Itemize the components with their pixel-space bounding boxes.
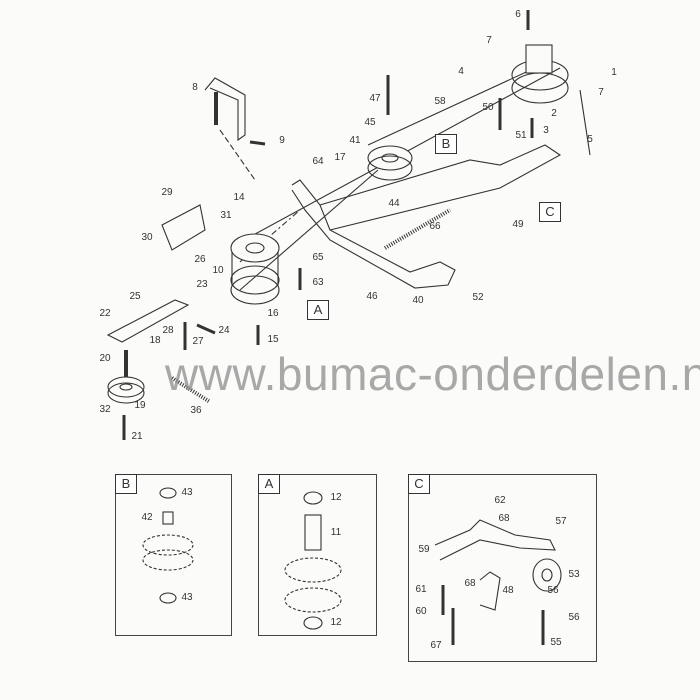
callout-26: 26	[194, 254, 206, 265]
callout-44: 44	[388, 198, 400, 209]
callout-32: 32	[99, 404, 111, 415]
callout-6: 6	[515, 9, 521, 20]
inset-c-parts	[434, 519, 562, 645]
callout-15: 15	[267, 334, 279, 345]
callout-61: 61	[415, 584, 427, 595]
detail-tag-a: A	[307, 300, 329, 320]
detail-tag-c: C	[539, 202, 561, 222]
bracket-18	[106, 299, 190, 343]
bracket-30	[161, 204, 206, 251]
callout-62: 62	[494, 495, 506, 506]
callout-68b: 68	[464, 578, 476, 589]
callout-43: 43	[181, 487, 193, 498]
callout-56b: 56	[568, 612, 580, 623]
callout-68: 68	[498, 513, 510, 524]
callout-8: 8	[192, 82, 198, 93]
callout-14: 14	[233, 192, 245, 203]
callout-43b: 43	[181, 592, 193, 603]
callout-21: 21	[131, 431, 143, 442]
callout-5: 5	[587, 134, 593, 145]
callout-2: 2	[551, 108, 557, 119]
inset-detail-c: C	[408, 474, 597, 662]
callout-12b: 12	[330, 617, 342, 628]
callout-56: 56	[547, 585, 559, 596]
callout-11: 11	[330, 527, 342, 538]
callout-66: 66	[429, 221, 441, 232]
callout-17: 17	[334, 152, 346, 163]
callout-18: 18	[149, 335, 161, 346]
callout-30: 30	[141, 232, 153, 243]
callout-4: 4	[458, 66, 464, 77]
callout-58: 58	[434, 96, 446, 107]
inset-a-parts	[284, 491, 342, 630]
callout-67: 67	[430, 640, 442, 651]
callout-7: 7	[486, 35, 492, 46]
inset-detail-b: B	[115, 474, 232, 636]
callout-20: 20	[99, 353, 111, 364]
callout-10: 10	[212, 265, 224, 276]
callout-59: 59	[418, 544, 430, 555]
callout-60: 60	[415, 606, 427, 617]
detail-tag-b: B	[435, 134, 457, 154]
drive-belt	[234, 61, 591, 291]
callout-48: 48	[502, 585, 514, 596]
callout-22: 22	[99, 308, 111, 319]
callout-45: 45	[364, 117, 376, 128]
bracket-8	[204, 77, 256, 181]
callout-7b: 7	[598, 87, 604, 98]
callout-27: 27	[192, 336, 204, 347]
pulley-19	[107, 350, 145, 440]
callout-12: 12	[330, 492, 342, 503]
callout-28: 28	[162, 325, 174, 336]
callout-50: 50	[482, 102, 494, 113]
callout-65: 65	[312, 252, 324, 263]
inset-tag-c: C	[408, 474, 430, 494]
callout-1: 1	[611, 67, 617, 78]
idler-pulley-41	[367, 75, 413, 181]
callout-49: 49	[512, 219, 524, 230]
bolts	[183, 98, 534, 350]
inset-tag-b: B	[115, 474, 137, 494]
callout-29: 29	[161, 187, 173, 198]
tension-spring-66	[383, 208, 452, 250]
callout-53: 53	[568, 569, 580, 580]
callout-23: 23	[196, 279, 208, 290]
callout-24: 24	[218, 325, 230, 336]
callout-57: 57	[555, 516, 567, 527]
callout-31: 31	[220, 210, 232, 221]
callout-47: 47	[369, 93, 381, 104]
callout-64: 64	[312, 156, 324, 167]
callout-51: 51	[515, 130, 527, 141]
watermark: www.bumac-onderdelen.nl	[165, 348, 700, 400]
deck-pulley-10	[230, 233, 280, 305]
callout-52: 52	[472, 292, 484, 303]
callout-46: 46	[366, 291, 378, 302]
callout-16: 16	[267, 308, 279, 319]
inset-b-parts	[142, 487, 194, 604]
callout-42: 42	[141, 512, 153, 523]
engine-pulley	[511, 10, 569, 104]
inset-detail-a: A	[258, 474, 377, 636]
callout-55: 55	[550, 637, 562, 648]
callout-19: 19	[134, 400, 146, 411]
callout-36: 36	[190, 405, 202, 416]
callout-3: 3	[543, 125, 549, 136]
callout-41: 41	[349, 135, 361, 146]
callout-25: 25	[129, 291, 141, 302]
inset-tag-a: A	[258, 474, 280, 494]
callout-63: 63	[312, 277, 324, 288]
callout-9: 9	[279, 135, 285, 146]
callout-40: 40	[412, 295, 424, 306]
idler-arm-frame	[291, 144, 562, 289]
